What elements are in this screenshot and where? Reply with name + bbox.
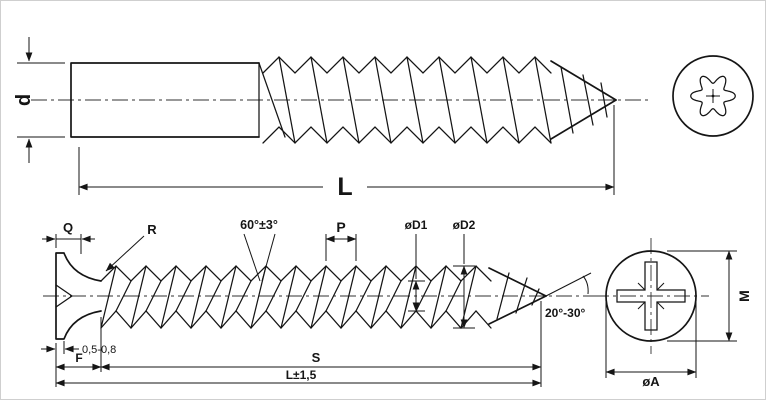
side-view-screw — [43, 252, 597, 340]
tip-thread-lines — [560, 66, 608, 134]
thread-angle-annotation: 60°±3° — [240, 218, 278, 282]
tip-angle-annotation: 20°-30° — [545, 272, 592, 320]
top-thread-flights — [278, 56, 552, 144]
dimension-L: L — [78, 105, 615, 201]
torx-center-dot — [711, 94, 715, 98]
dimension-F-S-L: F S L±1,5 — [55, 301, 542, 387]
dimension-M: M — [667, 250, 752, 342]
side-tip-threads — [496, 272, 540, 320]
tip-lower-edge — [550, 99, 617, 140]
side-thread-flights — [100, 265, 477, 329]
R-label: R — [147, 222, 157, 237]
phillips-corner-marks — [637, 282, 665, 310]
A-label: øA — [642, 374, 660, 389]
thread-angle-label: 60°±3° — [240, 218, 278, 232]
thread-runout-line — [258, 62, 286, 138]
torx-head-outline — [672, 55, 754, 137]
D2-label: øD2 — [453, 218, 476, 232]
F-label: F — [75, 351, 82, 365]
top-view-screw — [31, 56, 649, 144]
Q-label: Q — [63, 220, 73, 235]
dimension-P: P — [325, 219, 357, 261]
tip-angle-arc — [582, 275, 589, 295]
D1-label: øD1 — [405, 218, 428, 232]
S-label: S — [312, 350, 321, 365]
dimension-D2: øD2 — [453, 218, 476, 329]
P-label: P — [336, 219, 345, 235]
rim-land-label: 0,5-0,8 — [82, 344, 116, 356]
length-tol-label: L±1,5 — [286, 368, 317, 382]
head-recess-cone — [55, 284, 74, 308]
dimension-A: øA — [605, 301, 697, 389]
M-label: M — [736, 290, 752, 302]
dimension-rim-land: 0,5-0,8 — [41, 341, 116, 356]
d-label: d — [13, 94, 35, 106]
top-thread-lower — [262, 126, 552, 144]
dimension-Q: Q — [42, 220, 95, 254]
L-label: L — [337, 173, 352, 201]
phillips-head-outline — [605, 250, 697, 342]
dimension-d: d — [13, 37, 65, 163]
dimension-D1: øD1 — [405, 218, 428, 312]
leader-R: R — [105, 222, 157, 272]
tip-angle-label: 20°-30° — [545, 306, 585, 320]
bugle-head-outline — [55, 252, 102, 340]
torx-end-view — [672, 55, 754, 137]
torx-recess — [690, 75, 736, 117]
phillips-end-view — [593, 238, 709, 354]
side-tip-upper — [488, 267, 547, 297]
shank-outline — [70, 62, 260, 138]
